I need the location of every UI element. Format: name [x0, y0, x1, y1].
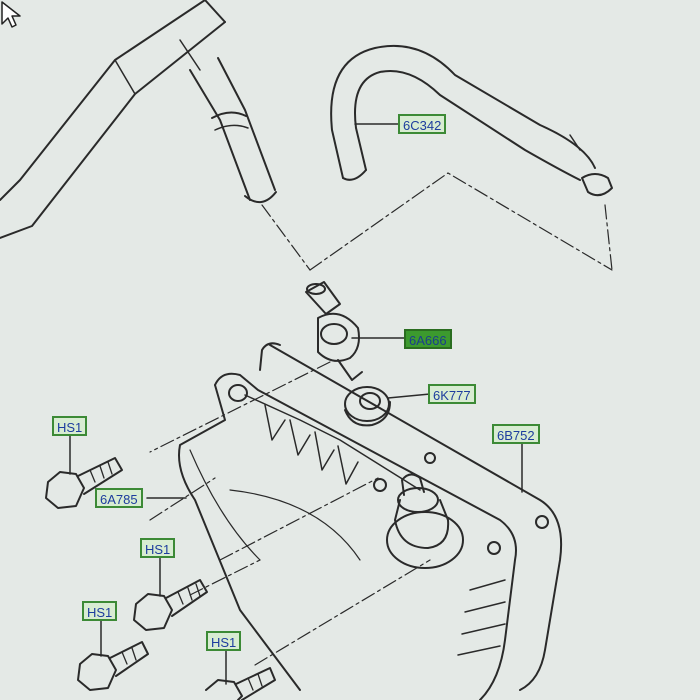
hose-6c342 [330, 44, 613, 197]
cover-6a785 [178, 372, 517, 700]
grommet-6k777 [344, 386, 391, 427]
bolt-hs1-d [205, 667, 276, 700]
leader-lines [69, 123, 523, 685]
mouse-pointer-icon [1, 1, 21, 28]
callout-hs1-b[interactable]: HS1 [140, 538, 176, 558]
gasket-6b752 [259, 342, 563, 691]
callout-6b752[interactable]: 6B752 [492, 424, 540, 444]
pcv-valve-6a666 [305, 281, 363, 381]
callout-6a666[interactable]: 6A666 [404, 329, 452, 349]
bolt-hs1-a [45, 457, 123, 509]
callout-hs1-c[interactable]: HS1 [82, 601, 118, 621]
callout-hs1-d[interactable]: HS1 [206, 631, 242, 651]
callout-6a785[interactable]: 6A785 [95, 488, 143, 508]
callout-6c342[interactable]: 6C342 [398, 114, 447, 134]
upper-breather-tube [0, 0, 277, 239]
bolt-hs1-b [133, 579, 208, 631]
callout-6k777[interactable]: 6K777 [428, 384, 476, 404]
callout-hs1-a[interactable]: HS1 [52, 416, 88, 436]
center-lines [149, 172, 613, 666]
bolt-hs1-c [77, 641, 149, 691]
